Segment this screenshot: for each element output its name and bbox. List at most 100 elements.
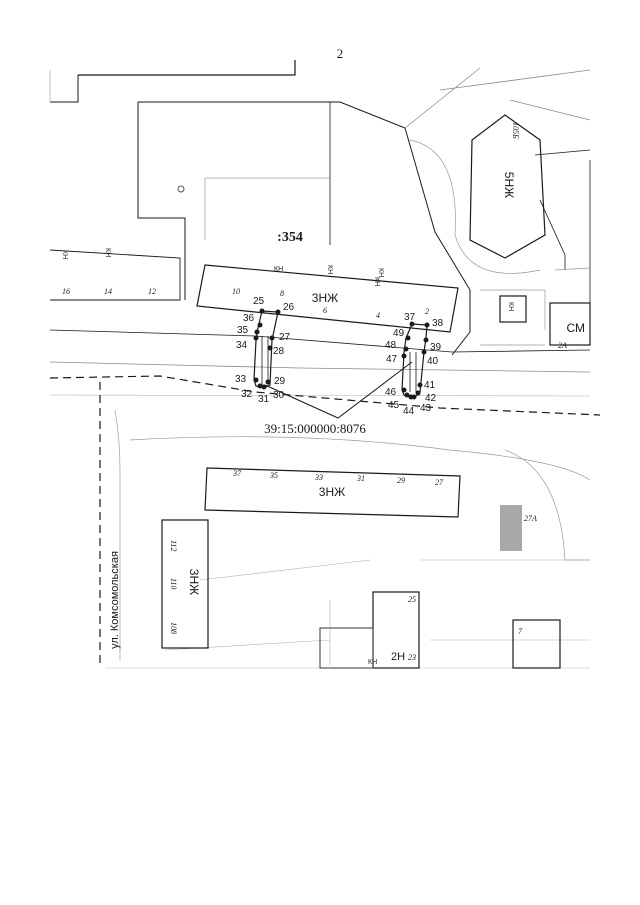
house-number: 33 bbox=[314, 473, 323, 482]
house-number: 105Б bbox=[511, 122, 520, 139]
house-number: 2 bbox=[425, 307, 429, 316]
point-label: 27 bbox=[279, 332, 291, 343]
point-dot bbox=[423, 337, 429, 343]
point-dot bbox=[261, 384, 267, 390]
house-number: 4 bbox=[376, 311, 380, 320]
house-number: 37 bbox=[232, 469, 242, 478]
easement-right-inner bbox=[409, 352, 417, 392]
house-number: 108 bbox=[169, 622, 178, 634]
easement-left-inner bbox=[261, 336, 269, 385]
building-label-west: 3НЖ bbox=[187, 569, 201, 595]
kn-mark: КН bbox=[326, 265, 333, 274]
house-number: 27А bbox=[524, 514, 537, 523]
building-northeast bbox=[469, 114, 546, 259]
point-dot bbox=[267, 345, 273, 351]
faint-block bbox=[204, 177, 330, 240]
point-dot bbox=[417, 382, 423, 388]
parcel-line-topleft bbox=[78, 60, 296, 76]
point-dot bbox=[269, 335, 275, 341]
point-dot bbox=[401, 353, 407, 359]
point-label: 31 bbox=[258, 394, 270, 405]
point-dot bbox=[265, 379, 271, 385]
building-label-south-central: 2Н bbox=[391, 651, 405, 663]
house-number: 7 bbox=[518, 627, 523, 636]
point-dot bbox=[259, 308, 265, 314]
point-dot bbox=[404, 392, 410, 398]
parcel-label: :354 bbox=[277, 230, 303, 245]
house-number: 8 bbox=[280, 289, 284, 298]
house-number: 2А bbox=[558, 341, 567, 350]
point-label: 36 bbox=[243, 313, 255, 324]
point-dot bbox=[253, 335, 259, 341]
point-label: 43 bbox=[420, 403, 432, 414]
point-label: 49 bbox=[393, 328, 405, 339]
house-number: 27 bbox=[435, 478, 444, 487]
house-number: 23 bbox=[408, 653, 416, 662]
point-label: 42 bbox=[425, 393, 437, 404]
point-label: 28 bbox=[273, 346, 285, 357]
dashed-boundary bbox=[49, 375, 601, 416]
point-dot bbox=[405, 335, 411, 341]
point-label: 44 bbox=[403, 406, 415, 417]
building-west bbox=[161, 519, 209, 649]
street-label: ул. Комсомольская bbox=[109, 551, 121, 649]
kn-mark: КН bbox=[368, 659, 377, 666]
point-label: 38 bbox=[432, 318, 444, 329]
leader-lines bbox=[264, 361, 413, 419]
house-number: 31 bbox=[356, 474, 365, 483]
point-dot bbox=[401, 387, 407, 393]
buildings bbox=[161, 114, 591, 669]
road-northeast bbox=[404, 67, 591, 129]
point-label: 25 bbox=[253, 296, 265, 307]
building-east-small bbox=[512, 619, 561, 669]
building-label-east: СМ bbox=[566, 321, 585, 335]
building-small-square bbox=[499, 295, 527, 323]
kn-mark: КН bbox=[507, 302, 514, 311]
point-dot bbox=[257, 322, 263, 328]
point-dot bbox=[409, 321, 415, 327]
boundary-dots bbox=[253, 308, 430, 400]
point-label: 37 bbox=[404, 312, 416, 323]
point-dot bbox=[403, 346, 409, 352]
house-number: 35 bbox=[269, 471, 278, 480]
road-edge bbox=[49, 249, 181, 301]
point-label: 34 bbox=[236, 340, 248, 351]
point-label: 35 bbox=[237, 325, 249, 336]
boundary-point-labels: 25 26 36 35 34 27 28 33 29 32 31 30 37 3… bbox=[235, 296, 444, 417]
house-number: 16 bbox=[62, 287, 70, 296]
map-linework bbox=[49, 60, 601, 669]
point-dot bbox=[408, 394, 414, 400]
building-south-mid bbox=[319, 627, 374, 669]
point-label: 45 bbox=[388, 400, 400, 411]
cadastral-number: 39:15:000000:8076 bbox=[264, 421, 366, 436]
point-label: 41 bbox=[424, 380, 436, 391]
house-number: 12 bbox=[148, 287, 156, 296]
parcel-line-left bbox=[50, 75, 79, 103]
point-label: 39 bbox=[430, 342, 442, 353]
gray-block bbox=[500, 505, 522, 551]
point-label: 47 bbox=[386, 354, 398, 365]
faint-south-lines bbox=[164, 559, 590, 665]
kn-mark: КН bbox=[274, 266, 283, 273]
point-dot bbox=[424, 322, 430, 328]
point-label: 32 bbox=[241, 389, 253, 400]
kn-mark: КН bbox=[61, 250, 68, 259]
point-label: 46 bbox=[385, 387, 397, 398]
point-label: 30 bbox=[273, 390, 285, 401]
house-number: 25 bbox=[408, 595, 416, 604]
building-south bbox=[204, 467, 461, 518]
house-number: 112 bbox=[169, 540, 178, 551]
faint-east-lines bbox=[480, 289, 546, 346]
house-number: 10 bbox=[232, 287, 240, 296]
kn-marks: КН КН КН КН КН КН КН КН bbox=[61, 248, 514, 666]
building-east-cm bbox=[549, 302, 591, 346]
road-north-edge bbox=[49, 329, 591, 353]
building-north bbox=[196, 264, 459, 333]
point-dot bbox=[257, 383, 263, 389]
road-east bbox=[534, 149, 591, 330]
point-label: 48 bbox=[385, 340, 397, 351]
point-label: 29 bbox=[274, 376, 286, 387]
kn-mark: КН bbox=[104, 248, 111, 257]
point-dot bbox=[275, 309, 281, 315]
